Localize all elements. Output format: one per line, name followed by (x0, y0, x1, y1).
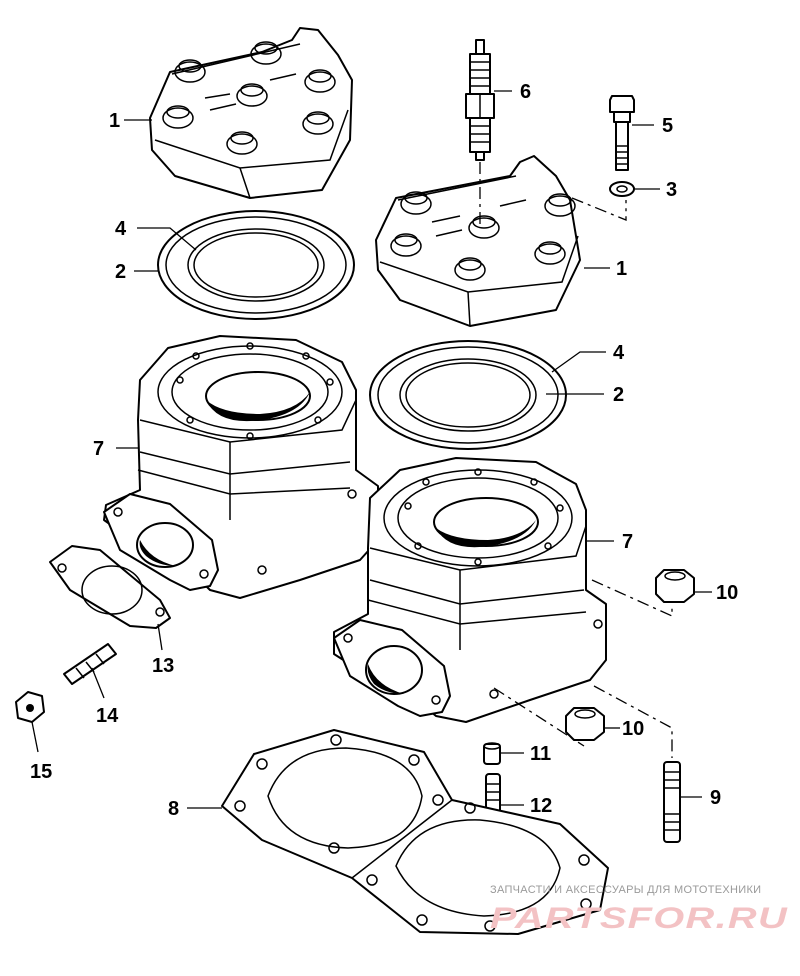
cylinder-nut-lower (565, 707, 605, 741)
callout-7-left: 7 (93, 438, 104, 460)
callout-2-upper: 2 (115, 261, 126, 283)
exhaust-gasket (49, 545, 171, 629)
callout-7-right: 7 (622, 531, 633, 553)
callout-13: 13 (152, 655, 174, 677)
callout-9: 9 (710, 787, 721, 809)
dowel-pin (483, 742, 501, 765)
callout-1-right: 1 (616, 258, 627, 280)
callout-5: 5 (662, 115, 673, 137)
cylinder-nut-upper (655, 569, 695, 603)
callout-4-upper: 4 (115, 218, 127, 240)
callout-2-lower: 2 (613, 384, 624, 406)
cylinder-head-left (149, 27, 353, 199)
washer (609, 181, 635, 197)
exhaust-stud (63, 643, 117, 685)
callout-10-lower: 10 (622, 718, 644, 740)
stud-axis (593, 685, 673, 758)
o-ring-gasket-lower (369, 340, 567, 450)
callouts: 1 1 2 2 3 4 4 5 6 7 7 8 9 10 10 11 12 13… (30, 81, 738, 820)
leader-lines (31, 90, 712, 809)
watermark-logo: PARTSFOR.RU (490, 902, 788, 935)
head-bolt (609, 95, 635, 171)
callout-14: 14 (96, 705, 119, 727)
spark-plug (465, 39, 495, 161)
callout-8: 8 (168, 798, 179, 820)
callout-4-lower: 4 (613, 342, 625, 364)
watermark-caption: ЗАПЧАСТИ И АКСЕССУАРЫ ДЛЯ МОТОТЕХНИКИ (490, 884, 761, 896)
nut-axis-upper (591, 579, 673, 618)
cylinder-right (333, 457, 607, 723)
callout-11: 11 (530, 743, 551, 765)
callout-1-left: 1 (109, 110, 120, 132)
exhaust-nut (15, 691, 45, 723)
callout-10-upper: 10 (716, 582, 738, 604)
callout-12: 12 (530, 795, 552, 817)
cylinder-head-right (375, 155, 581, 327)
nut-axis-lower (493, 687, 585, 747)
base-stud-right (663, 761, 681, 843)
callout-15: 15 (30, 761, 52, 783)
callout-3: 3 (666, 179, 677, 201)
base-gasket (221, 729, 609, 935)
callout-6: 6 (520, 81, 531, 103)
bolt-axis (571, 197, 627, 221)
o-ring-gasket-upper (157, 210, 355, 320)
cylinder-left (103, 335, 379, 599)
watermark: ЗАПЧАСТИ И АКСЕССУАРЫ ДЛЯ МОТОТЕХНИКИ PA… (490, 884, 788, 935)
